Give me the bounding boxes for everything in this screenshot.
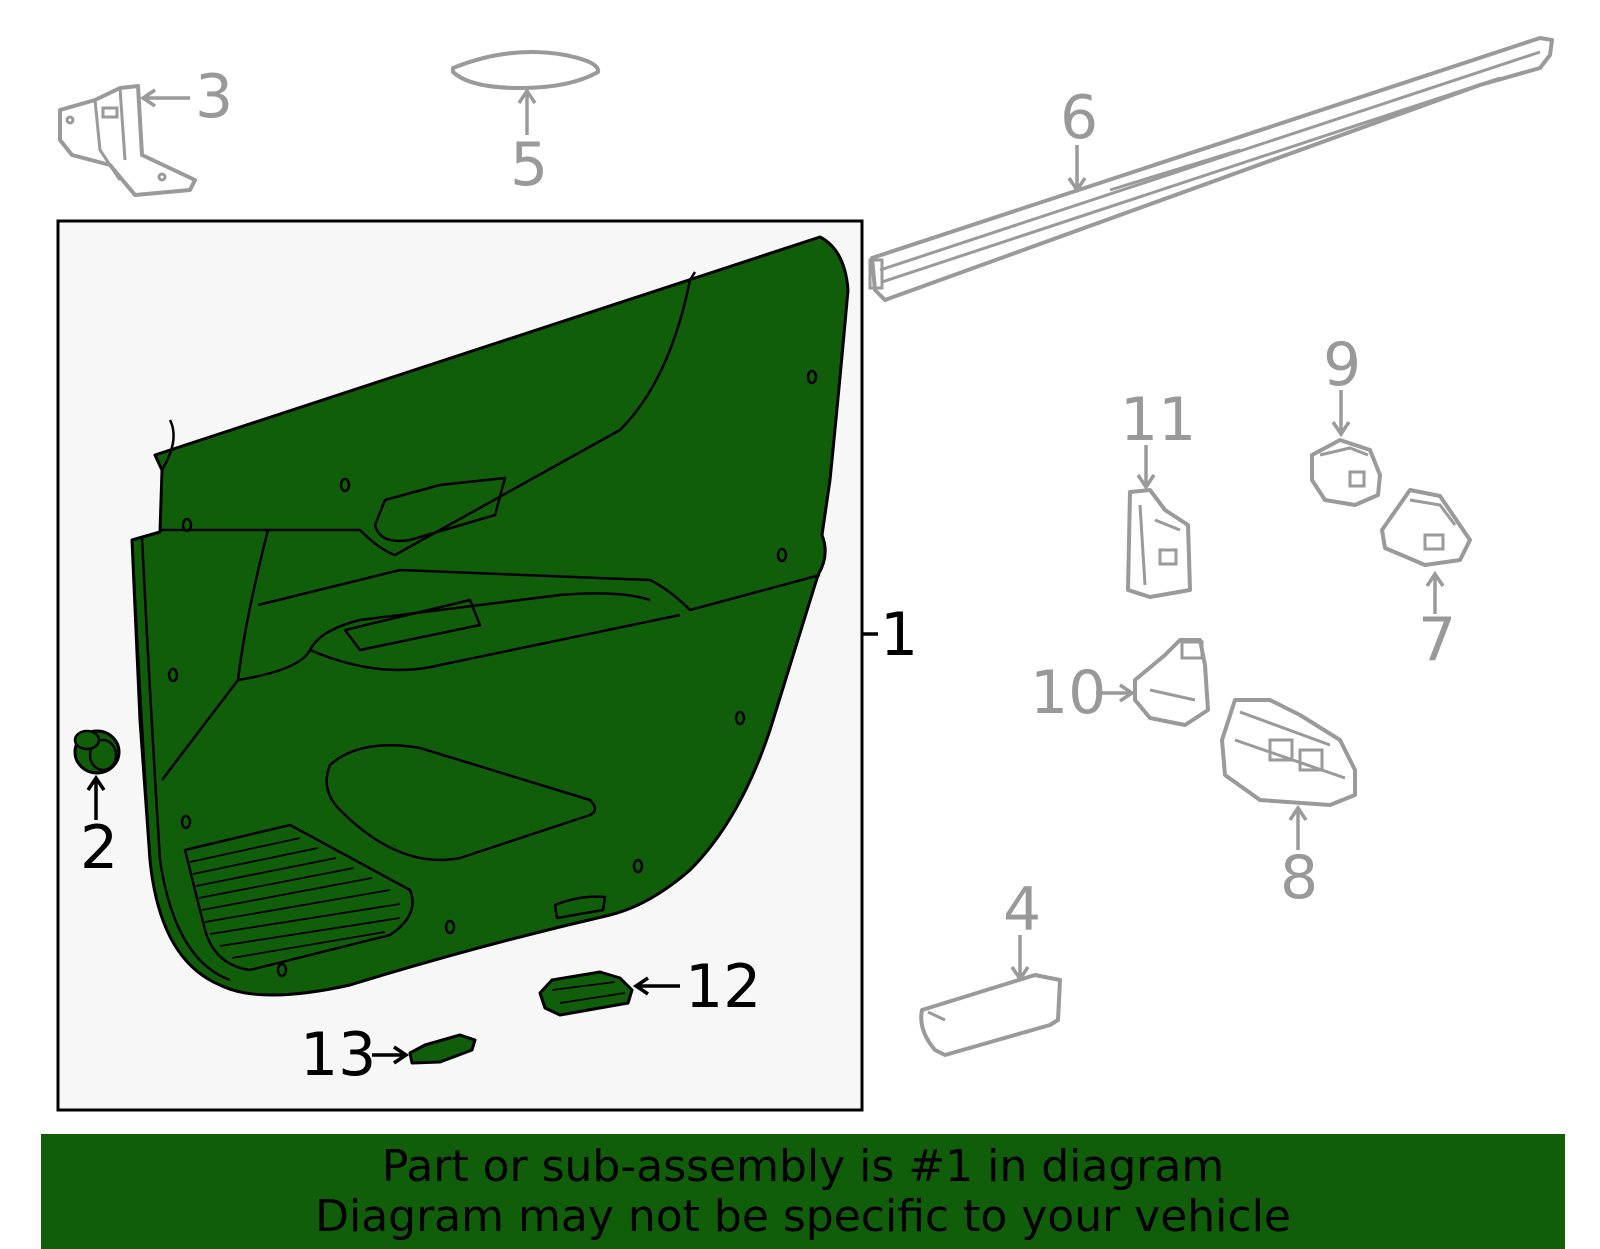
speaker-grille (183, 823, 414, 972)
small-clip[interactable] (408, 1033, 477, 1065)
callout-6: 6 (1060, 83, 1098, 153)
switch-11[interactable] (1126, 488, 1192, 599)
trim-clip[interactable] (73, 729, 121, 775)
callout-9: 9 (1323, 330, 1361, 400)
callout-5: 5 (510, 130, 548, 200)
master-switch[interactable] (1220, 698, 1357, 807)
callout-4: 4 (1003, 875, 1041, 945)
callout-7: 7 (1418, 605, 1456, 675)
callout-11: 11 (1120, 385, 1196, 455)
switch-7[interactable] (1380, 488, 1472, 567)
armrest-pad[interactable] (919, 973, 1062, 1057)
door-trim-panel[interactable] (130, 235, 850, 997)
switch-10[interactable] (1133, 638, 1210, 727)
callout-2: 2 (80, 813, 118, 883)
bracket[interactable] (58, 84, 197, 197)
handle-bezel[interactable] (538, 970, 634, 1017)
callout-3: 3 (195, 62, 233, 132)
belt-moulding[interactable] (868, 36, 1554, 302)
callout-13: 13 (300, 1020, 376, 1090)
banner-line-2: Diagram may not be specific to your vehi… (315, 1190, 1291, 1242)
pad[interactable] (451, 50, 601, 90)
callout-1: 1 (880, 600, 918, 670)
callout-10: 10 (1030, 658, 1106, 728)
callout-8: 8 (1280, 843, 1318, 913)
banner-line-1: Part or sub-assembly is #1 in diagram (381, 1140, 1225, 1192)
callout-12: 12 (685, 952, 761, 1022)
switch-9[interactable] (1310, 438, 1382, 507)
info-banner: Part or sub-assembly is #1 in diagram Di… (41, 1134, 1565, 1249)
